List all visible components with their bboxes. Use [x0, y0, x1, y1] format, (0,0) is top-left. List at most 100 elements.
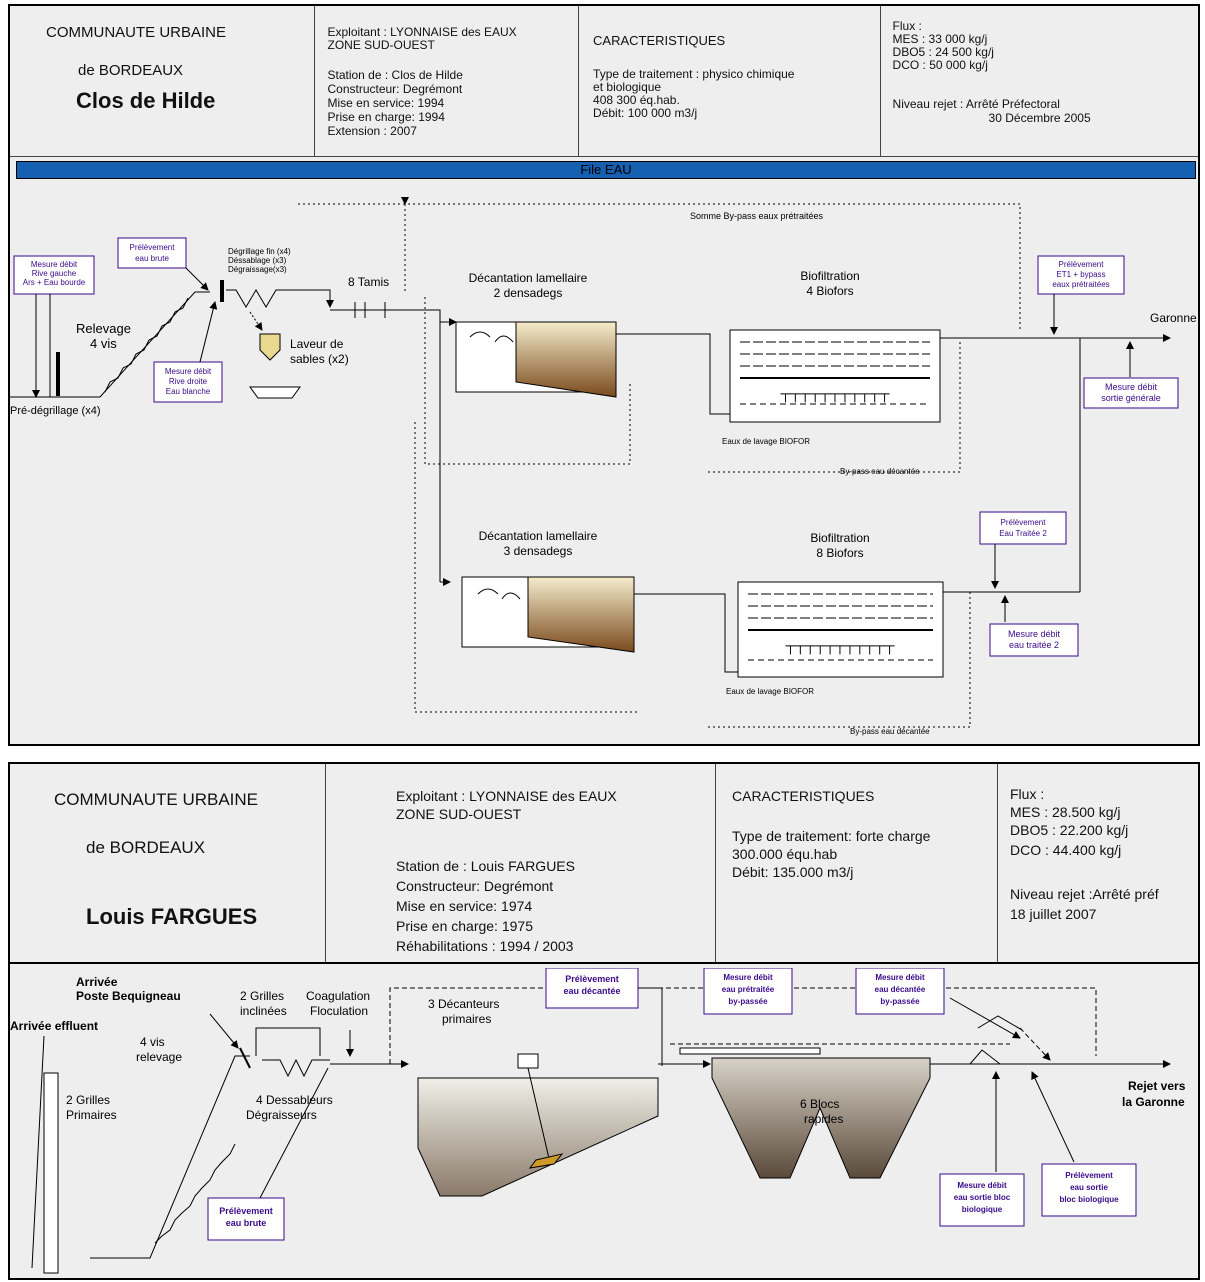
- exploitant-line: Exploitant : LYONNAISE des EAUX: [396, 788, 617, 804]
- prelevement-eau-brute-box: Prélèvement eau brute: [207, 1197, 285, 1241]
- clos-de-hilde-flow-diagram: Somme By-pass eaux prétraitées Mesure dé…: [10, 197, 1197, 736]
- carac-title: CARACTERISTIQUES: [732, 788, 875, 804]
- bypass-top-line: [298, 203, 1021, 332]
- louis-fargues-panel: COMMUNAUTE URBAINE de BORDEAUX Louis FAR…: [8, 762, 1200, 1280]
- svg-text:Rive droite: Rive droite: [169, 377, 208, 386]
- prelevement-bloc-box: Prélèvement eau sortie bloc biologique: [1041, 1163, 1137, 1217]
- carac-line: Débit: 135.000 m3/j: [732, 864, 854, 880]
- blocs-label: 6 Blocs: [800, 1097, 839, 1111]
- rejet-line: 18 juillet 2007: [1010, 906, 1097, 922]
- mesure-sortie-generale-box: Mesure débit sortie générale: [1083, 377, 1179, 409]
- exploitant-line: Exploitant : LYONNAISE des EAUX: [327, 25, 517, 39]
- station-line: Extension : 2007: [327, 124, 417, 138]
- svg-text:by-passée: by-passée: [728, 997, 768, 1006]
- relevage-label: Relevage: [76, 321, 131, 336]
- laveur-sables-icon: [249, 333, 301, 399]
- station-line: Mise en service: 1974: [396, 898, 533, 914]
- svg-text:by-passée: by-passée: [880, 997, 920, 1006]
- relevage-label: 4 vis: [90, 336, 117, 351]
- dessableur-icon: [226, 289, 286, 308]
- biofor-unit-2: ┬┬┬┬┬┬┬┬┬┬┬: [737, 581, 944, 678]
- svg-text:sortie générale: sortie générale: [1101, 393, 1161, 403]
- org-line2: de BORDEAUX: [78, 62, 184, 79]
- louis-fargues-header: COMMUNAUTE URBAINE de BORDEAUX Louis FAR…: [10, 764, 1198, 964]
- svg-text:eau sortie: eau sortie: [1070, 1183, 1108, 1192]
- dessableurs-label: Dégraisseurs: [246, 1108, 317, 1122]
- biofor-unit-1: ┬┬┬┬┬┬┬┬┬┬┬: [729, 329, 941, 423]
- coagulation-label: Coagulation: [306, 989, 370, 1003]
- org-line1: COMMUNAUTE URBAINE: [46, 24, 227, 41]
- svg-text:biologique: biologique: [962, 1205, 1003, 1214]
- flux-line: DCO : 50 000 kg/j: [892, 58, 988, 72]
- carac-title: CARACTERISTIQUES: [593, 33, 726, 48]
- arrivee-poste-label: Poste Bequigneau: [76, 989, 181, 1003]
- svg-text:bloc biologique: bloc biologique: [1059, 1195, 1119, 1204]
- svg-text:eau brute: eau brute: [226, 1218, 267, 1228]
- screw-icon: [154, 1143, 236, 1244]
- svg-text:eau décantée: eau décantée: [563, 986, 620, 996]
- prelevement-eau-brute-box: Prélèvement eau brute: [117, 237, 187, 269]
- station-line: Réhabilitations : 1994 / 2003: [396, 938, 574, 954]
- flux-cell: Flux : MES : 28.500 kg/j DBO5 : 22.200 k…: [998, 764, 1198, 962]
- exploitant-cell: Exploitant : LYONNAISE des EAUX ZONE SUD…: [315, 6, 580, 156]
- svg-text:eau sortie bloc: eau sortie bloc: [954, 1193, 1011, 1202]
- svg-text:Eau Traitée 2: Eau Traitée 2: [999, 529, 1047, 538]
- carac-line: Type de traitement: forte charge: [732, 828, 931, 844]
- clos-de-hilde-panel: COMMUNAUTE URBAINE de BORDEAUX Clos de H…: [8, 4, 1200, 746]
- carac-line: Type de traitement : physico chimique: [593, 67, 795, 81]
- svg-text:Ars + Eau bourde: Ars + Eau bourde: [23, 278, 86, 287]
- svg-text:Prélèvement: Prélèvement: [565, 974, 619, 984]
- station-line: Mise en service: 1994: [327, 96, 445, 110]
- flux-line: MES : 33 000 kg/j: [892, 32, 988, 46]
- dessableur-icon: [262, 1058, 330, 1078]
- degrillage-label: Dégraissage(x3): [228, 265, 287, 274]
- exploitant-line: ZONE SUD-OUEST: [327, 38, 435, 52]
- decanteur-primaire-tank: [417, 1053, 659, 1197]
- rejet-label: Rejet vers: [1128, 1079, 1186, 1093]
- svg-text:Prélèvement: Prélèvement: [130, 243, 176, 252]
- flux-line: DBO5 : 24 500 kg/j: [892, 45, 994, 59]
- station-line: Station de : Louis FARGUES: [396, 858, 575, 874]
- densadeg-unit-1: [455, 321, 617, 398]
- grilles-primaires-label: Primaires: [66, 1108, 117, 1122]
- mesure-decantee-box: Mesure débit eau décantée by-passée: [855, 968, 945, 1015]
- rejet-line: Niveau rejet : Arrêté Préfectoral: [892, 97, 1060, 111]
- grilles-inclinees-label: 2 Grilles: [240, 989, 284, 1003]
- clos-de-hilde-header: COMMUNAUTE URBAINE de BORDEAUX Clos de H…: [10, 6, 1198, 157]
- caracteristiques-cell: CARACTERISTIQUES Type de traitement : ph…: [579, 6, 881, 156]
- exploitant-line: ZONE SUD-OUEST: [396, 806, 522, 822]
- svg-text:Eau blanche: Eau blanche: [166, 387, 211, 396]
- svg-text:Mesure débit: Mesure débit: [723, 973, 773, 982]
- blocs-label: rapides: [804, 1112, 843, 1126]
- decantation2-label: 3 densadegs: [504, 544, 573, 558]
- svg-text:Mesure débit: Mesure débit: [957, 1181, 1007, 1190]
- svg-text:┬┬┬┬┬┬┬┬┬┬┬: ┬┬┬┬┬┬┬┬┬┬┬: [779, 385, 889, 403]
- tamis-label: 8 Tamis: [348, 275, 389, 289]
- svg-text:eau brute: eau brute: [135, 254, 169, 263]
- bypass-dec2-label: By-pass eau décantée: [850, 727, 930, 736]
- org-line1: COMMUNAUTE URBAINE: [54, 790, 259, 809]
- rejet-label: la Garonne: [1122, 1095, 1185, 1109]
- prelevement-et1-box: Prélèvement ET1 + bypass eaux prétraitée…: [1037, 255, 1125, 295]
- arrivee-poste-label: Arrivée: [76, 975, 118, 989]
- carac-line: Débit: 100 000 m3/j: [593, 106, 698, 120]
- decantation1-label: 2 densadegs: [494, 286, 563, 300]
- degrillage-label: Déssablage (x3): [228, 256, 287, 265]
- predegrillage-label: Pré-dégrillage (x4): [10, 405, 100, 417]
- prelevement-et2-box: Prélèvement Eau Traitée 2: [979, 511, 1067, 545]
- svg-text:Mesure débit: Mesure débit: [1008, 629, 1061, 639]
- plant-name: Clos de Hilde: [76, 88, 216, 113]
- laveur-label: Laveur de: [290, 337, 344, 351]
- louis-fargues-flow-diagram: Arrivée Poste Bequigneau Arrivée effluen…: [10, 968, 1186, 1274]
- file-eau-label: File EAU: [580, 162, 632, 177]
- svg-text:Mesure débit: Mesure débit: [31, 260, 78, 269]
- svg-text:Mesure débit: Mesure débit: [1105, 382, 1158, 392]
- carac-line: 408 300 éq.hab.: [593, 93, 680, 107]
- dessableurs-label: 4 Dessableurs: [256, 1093, 333, 1107]
- org-line2: de BORDEAUX: [86, 838, 206, 857]
- bypass-dec1-label: By-pass eau décantée: [840, 467, 920, 476]
- flux-line: MES : 28.500 kg/j: [1010, 804, 1121, 820]
- svg-text:Mesure débit: Mesure débit: [165, 367, 212, 376]
- decanteurs-label: 3 Décanteurs: [428, 997, 499, 1011]
- svg-text:┬┬┬┬┬┬┬┬┬┬┬: ┬┬┬┬┬┬┬┬┬┬┬: [784, 637, 894, 655]
